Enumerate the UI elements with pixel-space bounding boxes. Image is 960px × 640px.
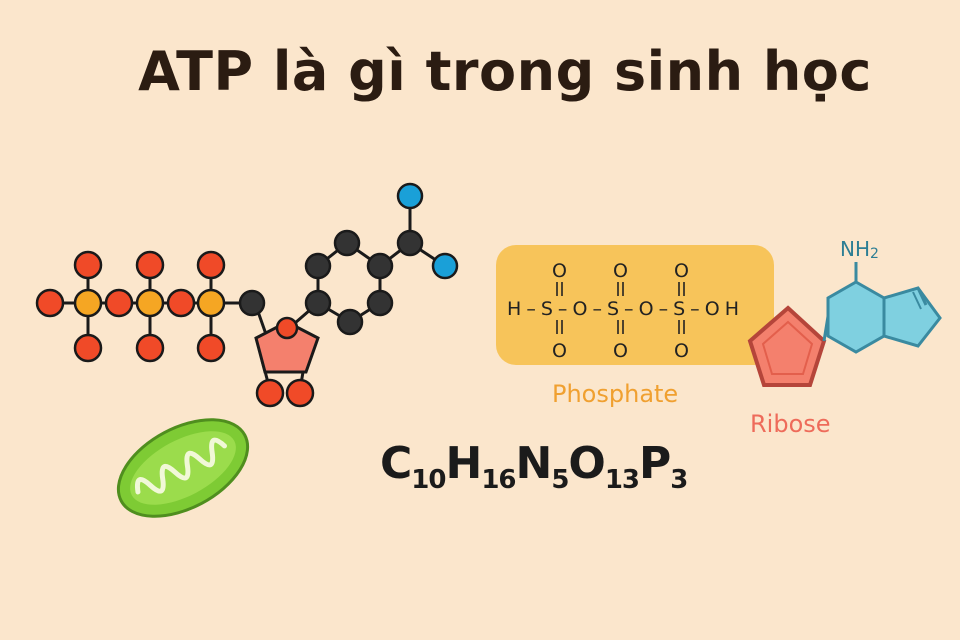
- oxygen-atom: [285, 378, 315, 408]
- nitrogen-atom: [431, 252, 459, 280]
- adenine-pentagon: [882, 286, 942, 348]
- formula-subscript: 3: [670, 465, 688, 495]
- carbon-atom: [304, 289, 332, 317]
- oxygen-atom: [73, 333, 103, 363]
- phosphorus-atom: [196, 288, 226, 318]
- top-oxygen: O: [613, 260, 628, 282]
- formula-element: C: [380, 438, 412, 489]
- oxygen-atom: [275, 316, 299, 340]
- nitrogen-atom: [396, 182, 424, 210]
- page-title: ATP là gì trong sinh học: [138, 40, 872, 103]
- top-oxygen: O: [674, 260, 689, 282]
- formula-subscript: 5: [551, 465, 569, 495]
- oxygen-atom: [196, 250, 226, 280]
- oxygen-atom: [166, 288, 196, 318]
- amine-label: NH2: [840, 237, 879, 262]
- ball-stick-molecule: [35, 182, 459, 408]
- formula-element: P: [639, 438, 671, 489]
- molecule-ribose-ring: [254, 320, 320, 374]
- formula-element: N: [515, 438, 553, 489]
- oxygen-atom: [104, 288, 134, 318]
- phosphate-label: Phosphate: [552, 380, 679, 408]
- bottom-oxygen: O: [674, 340, 689, 362]
- phosphate-box: [496, 245, 774, 365]
- molecular-formula: C10H16N5O13P3: [380, 438, 688, 495]
- top-oxygen: O: [552, 260, 567, 282]
- phosphorus-atom: [135, 288, 165, 318]
- oxygen-atom: [135, 333, 165, 363]
- formula-element: H: [445, 438, 482, 489]
- carbon-atom: [238, 289, 266, 317]
- adenine-base: NH2: [822, 237, 942, 354]
- oxygen-atom: [135, 250, 165, 280]
- formula-subscript: 13: [604, 465, 640, 495]
- formula-subscript: 10: [411, 465, 446, 495]
- bottom-oxygen: O: [552, 340, 567, 362]
- carbon-atom: [304, 252, 332, 280]
- bottom-oxygen: O: [613, 340, 628, 362]
- carbon-atom: [336, 308, 364, 336]
- mitochondria-icon: [116, 418, 250, 518]
- formula-subscript: 16: [481, 465, 516, 495]
- phosphorus-atom: [73, 288, 103, 318]
- adenine-hexagon: [826, 280, 886, 354]
- ribose-label: Ribose: [750, 410, 831, 438]
- oxygen-atom: [73, 250, 103, 280]
- molecule-atoms: [35, 182, 459, 408]
- carbon-atom: [396, 229, 424, 257]
- oxygen-atom: [196, 333, 226, 363]
- carbon-atom: [366, 252, 394, 280]
- formula-element: O: [568, 438, 605, 489]
- oxygen-atom: [35, 288, 65, 318]
- carbon-atom: [366, 289, 394, 317]
- carbon-atom: [333, 229, 361, 257]
- oxygen-atom: [255, 378, 285, 408]
